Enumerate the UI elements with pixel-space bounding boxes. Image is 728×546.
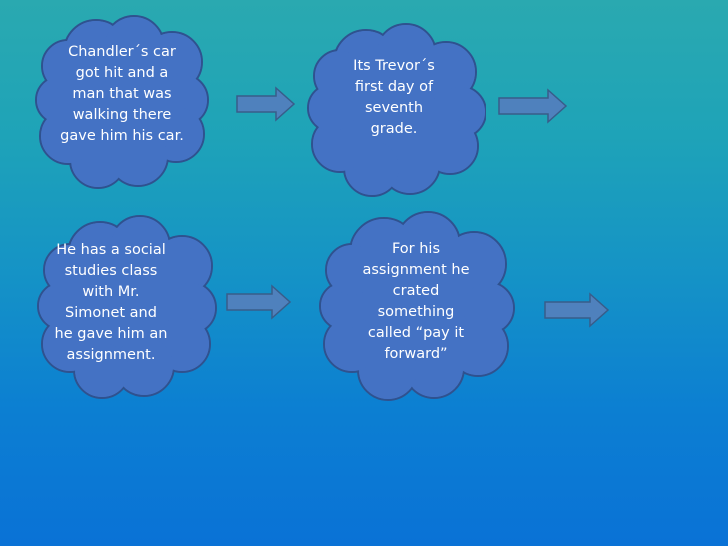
cloud-shape: He has a social studies class with Mr. S…	[36, 214, 218, 400]
cloud-text: Chandler´s car got hit and a man that wa…	[60, 43, 184, 144]
cloud-shape: Chandler´s car got hit and a man that wa…	[34, 12, 210, 192]
right-arrow-icon	[544, 292, 610, 328]
cloud-shape: For his assignment he crated something c…	[316, 210, 516, 402]
cloud-text: He has a social studies class with Mr. S…	[54, 242, 168, 363]
cloud-text: For his assignment he crated something c…	[362, 241, 470, 362]
right-arrow-icon	[226, 284, 292, 320]
right-arrow-icon	[498, 88, 568, 124]
cloud-text: Its Trevor´s first day of seventh grade.	[353, 58, 435, 137]
right-arrow-icon	[236, 86, 296, 122]
cloud-shape: Its Trevor´s first day of seventh grade.	[306, 22, 486, 198]
